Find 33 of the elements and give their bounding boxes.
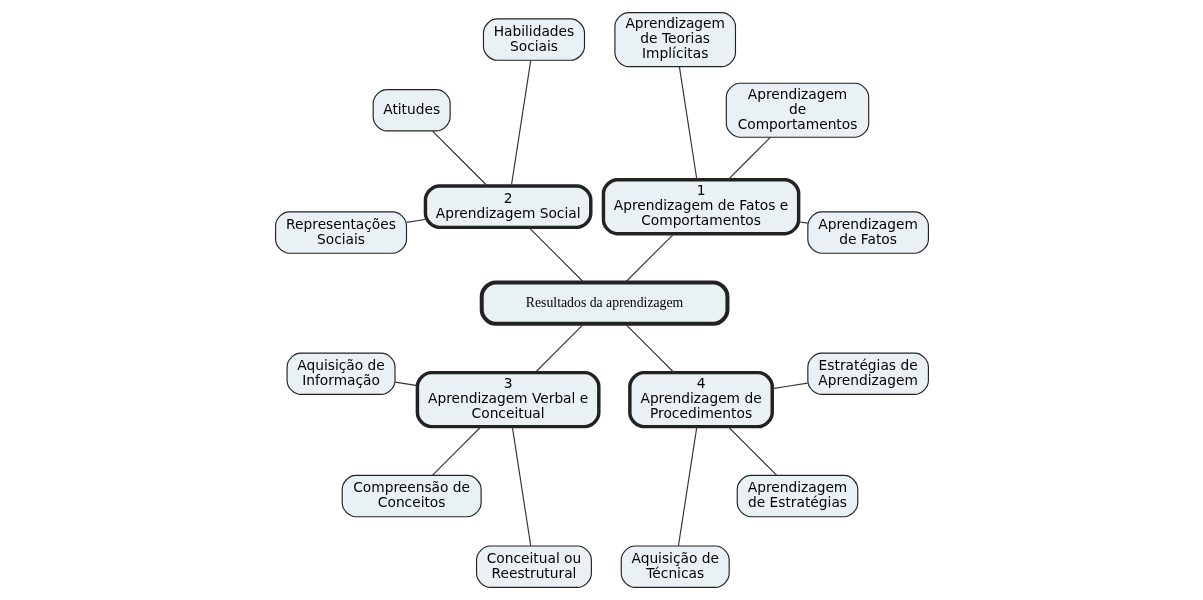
connector — [624, 233, 674, 283]
node-box: Aquisição de Informação — [286, 352, 396, 395]
connector — [797, 221, 808, 224]
node-box: 4 Aprendizagem de Procedimentos — [627, 370, 774, 429]
connector — [624, 323, 674, 374]
connector — [771, 382, 808, 390]
connector — [677, 426, 697, 547]
node-box: 1 Aprendizagem de Fatos e Comportamentos — [601, 178, 800, 236]
node-box: Resultados da aprendizagem — [479, 280, 729, 326]
node-box: Aprendizagem de Teorias Implícitas — [613, 12, 736, 68]
connector — [510, 60, 531, 187]
node-box: Aprendizagem de Comportamentos — [725, 82, 869, 138]
node-box: 3 Aprendizagem Verbal e Conceitual — [415, 370, 601, 429]
node-box: Representações Sociais — [274, 211, 407, 254]
connector — [431, 426, 481, 476]
connector — [394, 381, 418, 387]
node-box: Habilidades Sociais — [482, 18, 585, 61]
connector — [511, 426, 531, 547]
connector — [527, 227, 584, 283]
node-box: Aprendizagem de Estratégias — [736, 474, 858, 518]
node-box: Aprendizagem de Fatos — [806, 211, 929, 254]
node-box: Estratégias de Aprendizagem — [806, 352, 929, 395]
connector — [727, 426, 777, 476]
node-box: Aquisição de Técnicas — [620, 545, 730, 588]
connector — [534, 323, 584, 374]
node-box: 2 Aprendizagem Social — [423, 184, 592, 230]
connector — [727, 136, 771, 180]
node-box: Compreensão de Conceitos — [341, 474, 482, 518]
node-box: Atitudes — [372, 89, 451, 132]
node-box: Conceitual ou Reestrutural — [475, 545, 592, 588]
connector — [678, 66, 697, 181]
connector — [431, 130, 488, 187]
connector — [405, 218, 426, 223]
